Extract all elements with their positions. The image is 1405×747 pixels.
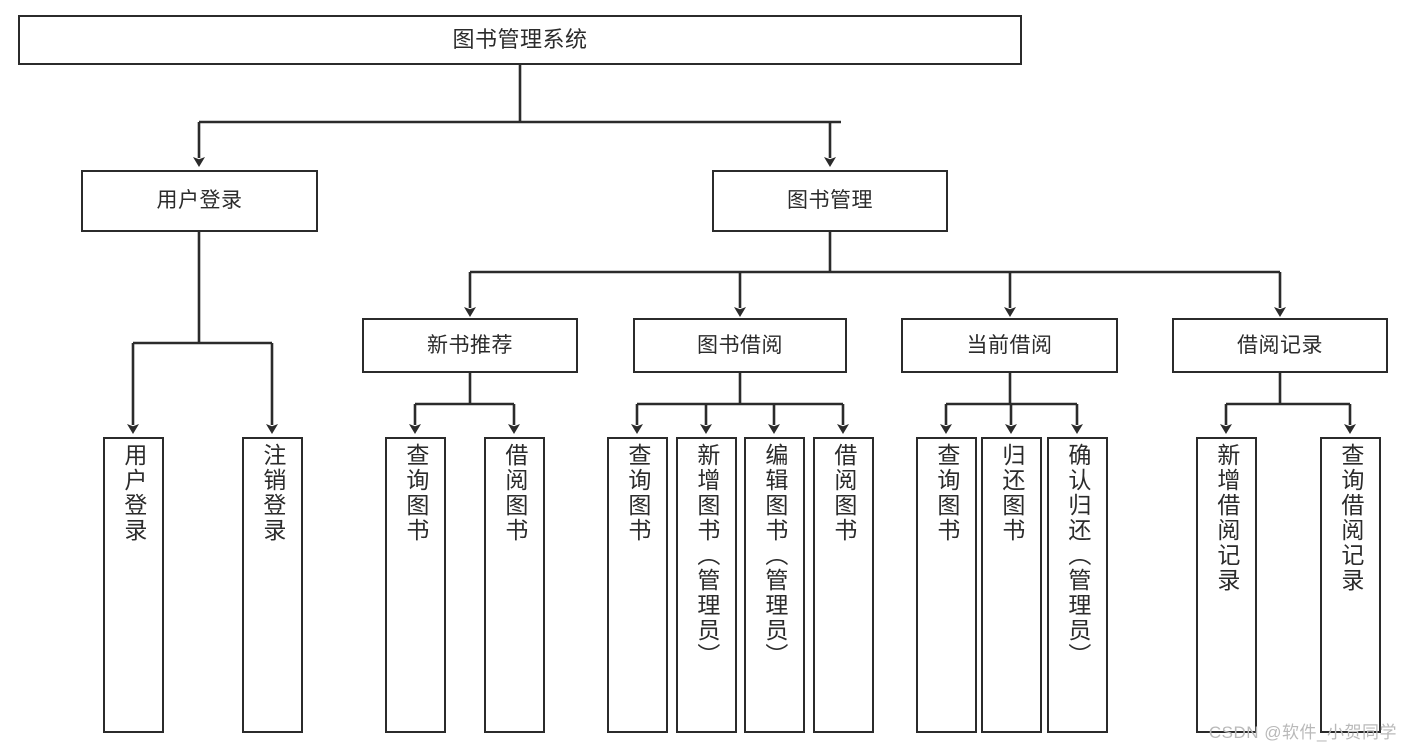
leaf-label: 借阅图书 [501,443,528,543]
node-book-borrow[interactable]: 图书借阅 [633,318,847,373]
leaf-new-book-borrow[interactable]: 借阅图书 [484,437,545,733]
leaf-label: 查询图书 [933,443,960,543]
node-label: 图书借阅 [697,333,783,357]
leaf-label: 归还图书 [998,443,1025,543]
leaf-borrow-record-query[interactable]: 查询借阅记录 [1320,437,1381,733]
node-borrow-record[interactable]: 借阅记录 [1172,318,1388,373]
leaf-user-login-login[interactable]: 用户登录 [103,437,164,733]
node-new-book-recommend[interactable]: 新书推荐 [362,318,578,373]
leaf-label: 注销登录 [259,443,286,543]
leaf-label: 借阅图书 [830,443,857,543]
leaf-borrow-record-add[interactable]: 新增借阅记录 [1196,437,1257,733]
leaf-label: 编辑图书（管理员） [761,443,788,668]
node-label: 图书管理系统 [452,26,588,52]
node-label: 新书推荐 [427,333,513,357]
node-label: 图书管理 [787,189,873,213]
leaf-current-borrow-confirm-return[interactable]: 确认归还（管理员） [1047,437,1108,733]
leaf-label: 查询图书 [402,443,429,543]
leaf-book-borrow-edit[interactable]: 编辑图书（管理员） [744,437,805,733]
node-label: 当前借阅 [966,333,1053,357]
leaf-label: 新增借阅记录 [1213,443,1240,593]
leaf-user-login-logout[interactable]: 注销登录 [242,437,303,733]
leaf-label: 查询图书 [624,443,651,543]
node-label: 用户登录 [156,189,243,213]
leaf-current-borrow-query[interactable]: 查询图书 [916,437,977,733]
node-label: 借阅记录 [1237,333,1323,357]
node-user-login[interactable]: 用户登录 [81,170,318,232]
leaf-current-borrow-return[interactable]: 归还图书 [981,437,1042,733]
leaf-label: 新增图书（管理员） [693,443,720,668]
leaf-label: 确认归还（管理员） [1064,443,1091,668]
node-root-system[interactable]: 图书管理系统 [18,15,1022,65]
leaf-label: 查询借阅记录 [1337,443,1364,593]
leaf-new-book-query[interactable]: 查询图书 [385,437,446,733]
leaf-book-borrow-add[interactable]: 新增图书（管理员） [676,437,737,733]
leaf-label: 用户登录 [120,443,147,543]
leaf-book-borrow-query[interactable]: 查询图书 [607,437,668,733]
leaf-book-borrow-borrow[interactable]: 借阅图书 [813,437,874,733]
node-current-borrow[interactable]: 当前借阅 [901,318,1118,373]
node-book-manage[interactable]: 图书管理 [712,170,948,232]
